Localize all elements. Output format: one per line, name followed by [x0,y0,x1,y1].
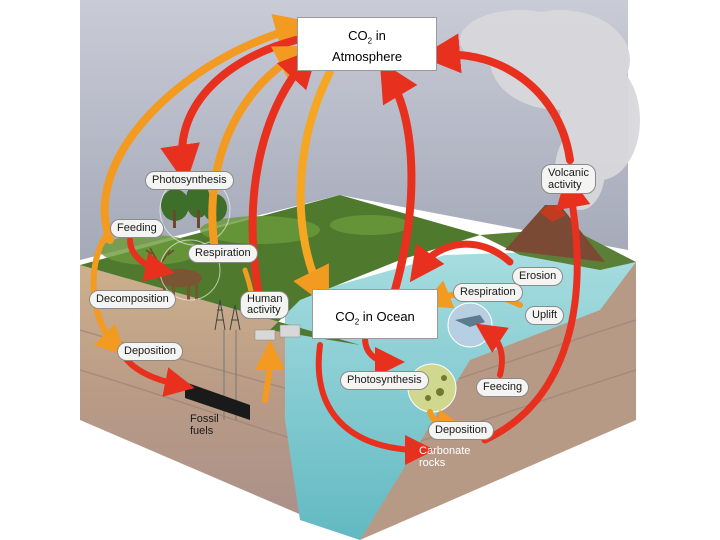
volcanic-line2: activity [548,179,582,191]
human-line1: Human [247,293,283,305]
factory-buildings [254,324,301,341]
carbonate-line1: Carbonate [419,445,471,457]
carbonate-line2: rocks [419,457,446,469]
land-vegetation [100,215,410,265]
co2-atmosphere-box: CO2 in Atmosphere [297,17,437,71]
label-respiration-ocean: Respiration [453,283,523,302]
label-deposition-ocean: Deposition [428,421,494,440]
ocean-sub: 2 [354,317,360,327]
cycle-arrows [90,14,591,465]
label-respiration-land: Respiration [188,244,258,263]
co2-ocean-box: CO2 in Ocean [312,289,438,339]
fossil-fuel-seam [185,382,250,420]
atmosphere-label: Atmosphere [331,48,403,64]
label-decomposition: Decomposition [89,290,176,309]
label-erosion: Erosion [512,267,564,286]
ocean-co: CO [335,309,355,324]
volcanic-line1: Volcanic [548,167,589,179]
atmosphere-co: CO [348,28,368,43]
fossil-line1: Fossil [190,413,219,425]
label-uplift: Uplift [525,306,565,325]
label-carbonate-rocks: Carbonate rocks [419,445,470,469]
atmosphere-in: in [372,28,386,43]
label-volcanic-activity: Volcanic activity [541,164,596,194]
label-human-activity: Human activity [240,291,290,319]
volcanic-smoke [460,10,640,210]
power-towers [214,299,241,331]
ocean-label: in Ocean [359,309,415,324]
label-photosynthesis-land: Photosynthesis [145,171,234,190]
fossil-line2: fuels [190,425,214,437]
human-line2: activity [247,304,281,316]
label-fossil-fuels: Fossil fuels [190,413,219,437]
label-deposition-land: Deposition [117,342,183,361]
atmosphere-sub: 2 [367,36,373,46]
label-photosynthesis-ocean: Photosynthesis [340,371,429,390]
label-feeding-ocean: Feecing [476,378,530,397]
label-feeding-land: Feeding [110,219,164,238]
